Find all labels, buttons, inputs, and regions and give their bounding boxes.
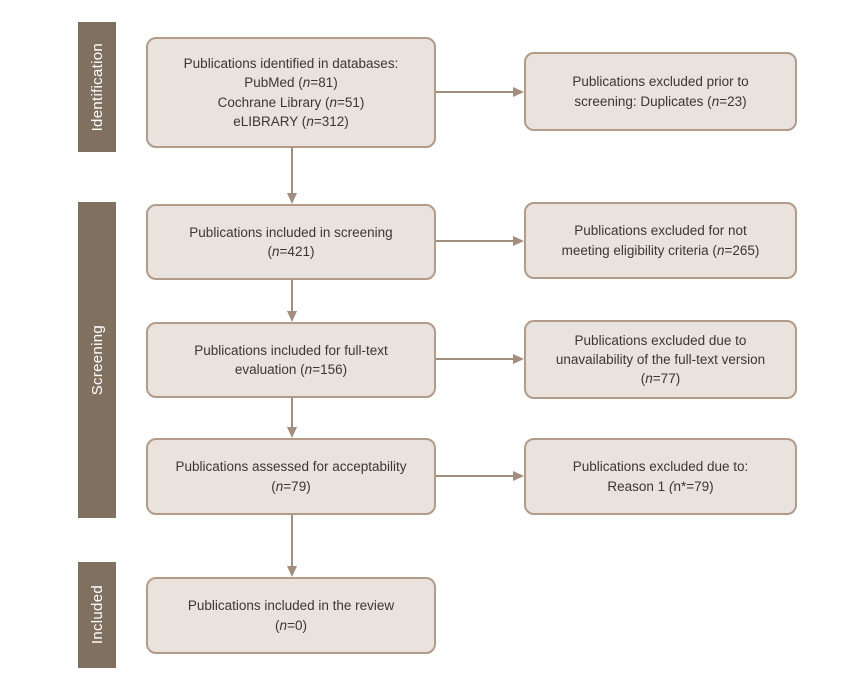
arrow-head-down-icon bbox=[287, 193, 297, 204]
arrow-right-to-reason1 bbox=[436, 470, 524, 482]
arrow-head-down-icon bbox=[287, 311, 297, 322]
stage-bar-screening: Screening bbox=[78, 202, 116, 518]
arrow-head-down-icon bbox=[287, 566, 297, 577]
arrow-line bbox=[436, 358, 513, 360]
box-excluded-reason1: Publications excluded due to:Reason 1 (n… bbox=[524, 438, 797, 515]
stage-bar-identification: Identification bbox=[78, 22, 116, 152]
box-assessed-acceptability: Publications assessed for acceptability(… bbox=[146, 438, 436, 515]
arrow-down-identified-to-screening bbox=[286, 147, 298, 204]
box-included-in-screening: Publications included in screening(n=421… bbox=[146, 204, 436, 280]
stage-label-screening: Screening bbox=[88, 324, 106, 396]
arrow-line bbox=[436, 240, 513, 242]
arrow-line bbox=[436, 475, 513, 477]
arrow-right-to-unavailable bbox=[436, 353, 524, 365]
arrow-head-right-icon bbox=[513, 471, 524, 481]
arrow-down-assessed-to-included bbox=[286, 515, 298, 577]
arrow-down-screening-to-fulltext bbox=[286, 280, 298, 322]
arrow-head-down-icon bbox=[287, 427, 297, 438]
arrow-line bbox=[291, 147, 293, 193]
box-excluded-reason1-text: Publications excluded due to:Reason 1 (n… bbox=[572, 459, 749, 494]
arrow-right-to-duplicates bbox=[436, 86, 524, 98]
arrow-line bbox=[291, 515, 293, 566]
arrow-line bbox=[291, 280, 293, 311]
stage-bar-included: Included bbox=[78, 562, 116, 668]
arrow-right-to-eligibility bbox=[436, 235, 524, 247]
arrow-head-right-icon bbox=[513, 236, 524, 246]
arrow-head-right-icon bbox=[513, 354, 524, 364]
stage-label-identification: Identification bbox=[88, 42, 106, 132]
box-assessed-acceptability-text: Publications assessed for acceptability(… bbox=[175, 459, 407, 494]
box-included-in-review-text: Publications included in the review(n=0) bbox=[187, 598, 395, 633]
arrow-down-fulltext-to-assessed bbox=[286, 398, 298, 438]
box-included-in-screening-text: Publications included in screening(n=421… bbox=[189, 224, 393, 259]
arrow-head-right-icon bbox=[513, 87, 524, 97]
box-publications-identified: Publications identified in databases:Pub… bbox=[146, 37, 436, 148]
stage-label-included: Included bbox=[88, 585, 106, 645]
arrow-line bbox=[291, 398, 293, 427]
box-included-in-review: Publications included in the review(n=0) bbox=[146, 577, 436, 654]
arrow-line bbox=[436, 91, 513, 93]
box-publications-identified-text: Publications identified in databases:Pub… bbox=[183, 56, 399, 129]
